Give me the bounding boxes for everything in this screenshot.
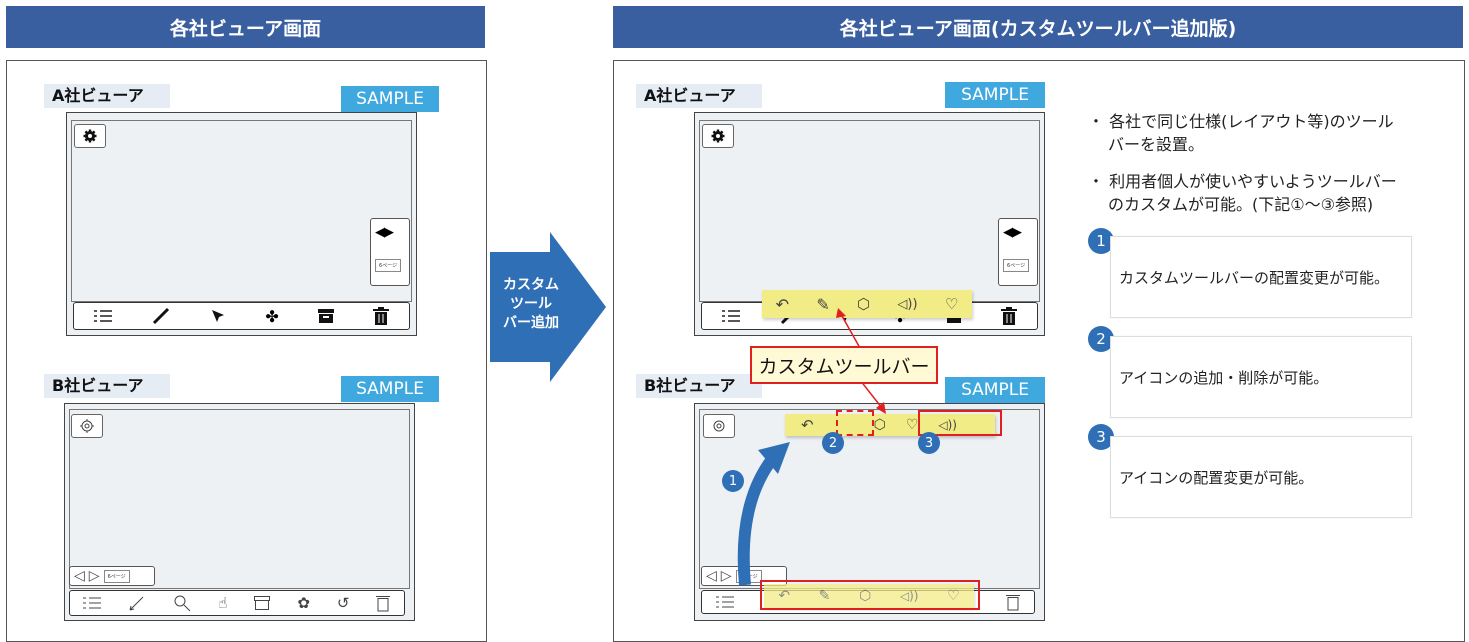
trash-outline-icon[interactable] [376,594,391,612]
brush-icon[interactable] [128,594,146,612]
undo-icon[interactable]: ↶ [775,294,790,314]
arrow-label-line: バー追加 [503,315,559,331]
pager-a: ◀▶ 6ページ [998,218,1038,286]
right-header: 各社ビューア画面(カスタムツールバー追加版) [613,6,1463,48]
prev-page-icon[interactable]: ◁ [706,568,717,584]
step-1-badge: 1 [722,470,744,492]
custom-toolbar-a: ↶ ✎ ⬡ ◁)) ♡ [762,290,972,318]
list-icon[interactable] [93,309,112,323]
heart-icon[interactable]: ♡ [905,417,919,433]
viewer-b-canvas [69,409,410,589]
trash-outline-icon[interactable] [1006,593,1020,611]
prev-next-arrows-icon[interactable]: ◀▶ [375,225,394,240]
sample-badge: SAMPLE [945,82,1045,108]
prev-page-icon[interactable]: ◁ [74,568,85,584]
heart-icon[interactable]: ♡ [944,295,959,313]
viewer-b-label: B社ビューア [636,374,762,398]
bullet-line: ・ 利用者個人が使いやすいようツールバー [1088,172,1397,191]
pencil-icon[interactable]: ✎ [816,294,830,314]
next-page-icon[interactable]: ▷ [88,568,100,584]
sample-badge: SAMPLE [341,376,439,402]
gear-outline-icon[interactable] [703,414,735,438]
page-indicator: 6ページ [1003,259,1030,272]
clover-outline-icon[interactable]: ✿ [297,594,310,612]
feature-1-text: カスタムツールバーの配置変更が可能。 [1119,268,1390,287]
step-2-badge: 2 [822,432,844,454]
arrow-label: カスタム ツール バー追加 [490,276,572,333]
feature-1-badge: 1 [1088,228,1114,254]
arrow-label-line: カスタム [503,277,559,293]
trash-icon[interactable] [373,307,390,325]
left-header: 各社ビューア画面 [6,6,485,48]
hand-icon[interactable]: ☝ [218,594,228,612]
move-arrow [737,442,790,586]
feature-1-card: カスタムツールバーの配置変更が可能。 [1110,236,1412,318]
prev-next-arrows-icon[interactable]: ◀▶ [1003,225,1022,240]
clover-icon[interactable]: ✤ [265,306,279,326]
speaker-icon[interactable]: ◁)) [897,296,918,312]
undo-icon[interactable]: ↶ [778,588,791,604]
feature-3-text: アイコンの配置変更が可能。 [1119,468,1314,487]
bullet-line: のカスタムが可能。(下記①～③参照) [1108,195,1374,214]
archive-outline-icon[interactable] [254,596,271,610]
gear-icon[interactable] [702,124,734,148]
viewer-a-toolbar: ✤ [73,302,410,330]
gear-icon[interactable] [74,124,106,148]
sample-badge: SAMPLE [945,377,1045,403]
callout-connectors [836,308,886,414]
custom-toolbar-b-old-position: ↶ ✎ ⬡ ◁)) ♡ [764,584,974,608]
transition-arrow [490,232,606,382]
page-indicator: 6ページ [375,259,402,272]
feature-3-badge: 3 [1088,424,1114,450]
pager-a: ◀▶ 6ページ [370,218,410,286]
bullet-line: ・ 各社で同じ仕様(レイアウト等)のツール [1088,112,1394,131]
box-icon[interactable]: ⬡ [857,295,871,313]
pencil-icon[interactable]: ✎ [818,588,831,604]
list-icon[interactable] [721,309,740,323]
box-icon[interactable]: ⬡ [859,588,872,604]
custom-toolbar-callout: カスタムツールバー [750,346,938,384]
undo-icon[interactable]: ↶ [801,416,814,434]
pen-icon[interactable] [151,306,171,326]
feature-2-card: アイコンの追加・削除が可能。 [1110,336,1412,418]
bullet-line: バーを設置。 [1108,135,1205,154]
heart-icon[interactable]: ♡ [947,588,960,604]
search-icon[interactable] [173,594,191,612]
cursor-icon[interactable] [210,308,226,324]
next-page-icon[interactable]: ▷ [720,568,732,584]
list-icon[interactable] [716,595,734,609]
gear-outline-icon[interactable] [71,414,103,438]
archive-icon[interactable] [318,309,335,323]
box-icon[interactable]: ⬡ [873,417,886,433]
undo-icon[interactable]: ↺ [336,594,350,612]
viewer-a-label: A社ビューア [44,84,170,108]
feature-3-card: アイコンの配置変更が可能。 [1110,436,1412,518]
speaker-icon[interactable]: ◁)) [938,418,957,432]
old-position-highlight [760,580,980,610]
feature-2-text: アイコンの追加・削除が可能。 [1119,368,1329,387]
viewer-a-label: A社ビューア [636,84,762,108]
step-3-badge: 3 [918,432,940,454]
feature-2-badge: 2 [1088,326,1114,352]
list-icon[interactable] [83,596,102,610]
removed-icon-highlight [836,410,874,436]
swapped-icons-highlight [918,410,1002,436]
viewer-b-label: B社ビューア [44,374,170,398]
page-indicator: 6ページ [103,569,130,583]
speaker-icon[interactable]: ◁)) [899,589,919,603]
viewer-a-canvas [71,120,412,302]
sample-badge: SAMPLE [341,86,439,112]
viewer-b-toolbar: ☝ ✿ ↺ [69,590,405,616]
arrow-label-line: ツール [510,296,552,312]
viewer-a-canvas [699,120,1040,302]
pager-b: ◁ ▷ 6ページ [69,566,155,586]
trash-icon[interactable] [1001,307,1018,325]
